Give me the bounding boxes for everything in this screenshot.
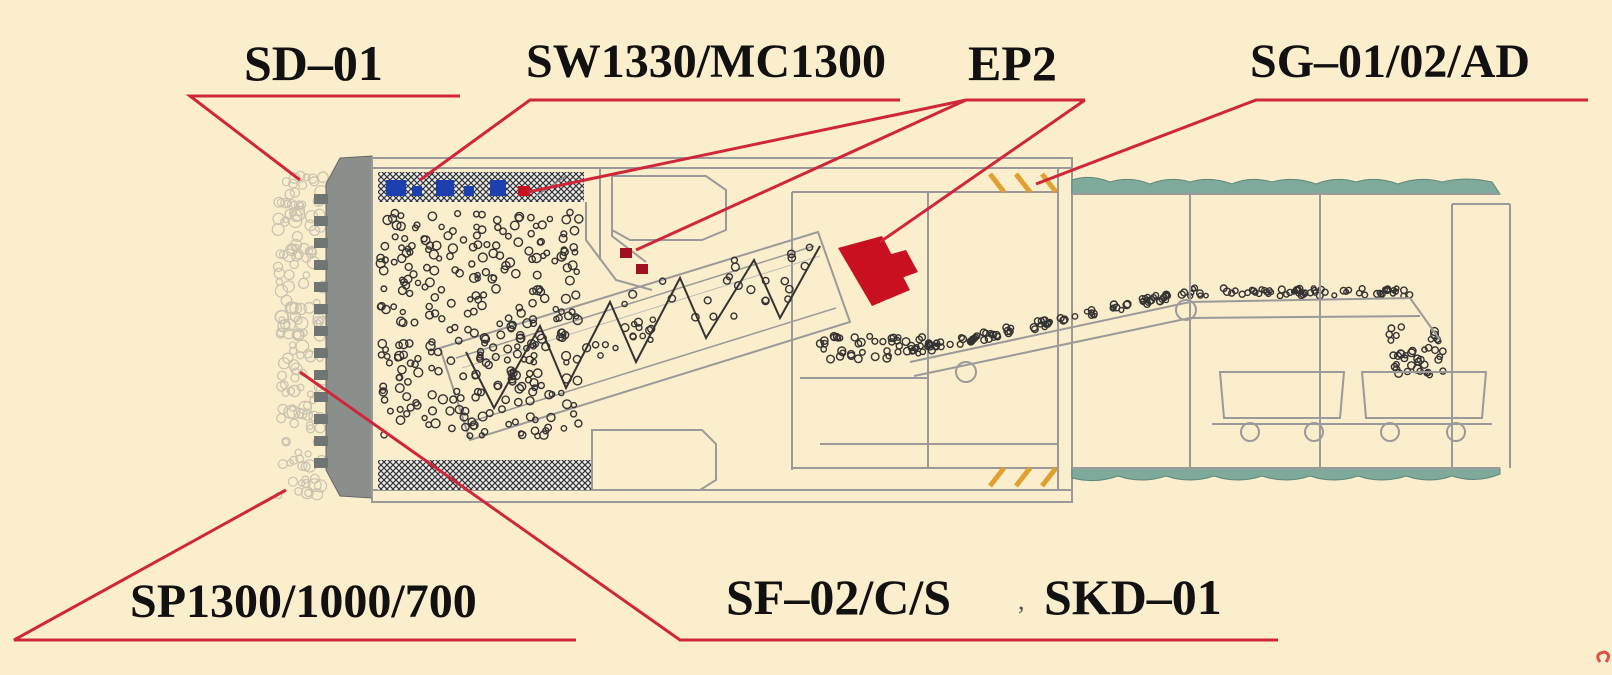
- screw-motor: [838, 236, 918, 306]
- shield-body: [371, 157, 1073, 503]
- red-sensor-top: [518, 186, 530, 196]
- blue-seal-blocks: [386, 180, 506, 196]
- grout-injection-marks: [988, 172, 1058, 488]
- cutterhead: [314, 155, 373, 499]
- label-sp1300-1000-700: SP1300/1000/700: [130, 575, 477, 628]
- leader-ep2-b: [635, 98, 967, 252]
- leader-sw: [419, 98, 900, 182]
- label-sw1330-mc1300: SW1330/MC1300: [526, 35, 886, 88]
- corner-mark: [1596, 650, 1611, 663]
- label-separator-comma: ,: [1018, 586, 1025, 615]
- feed-chute: [585, 202, 653, 291]
- muck-cars: [1212, 371, 1492, 442]
- belt-conveyor: [909, 297, 1441, 383]
- leader-sd01: [185, 94, 460, 182]
- red-sensor-chute-1: [620, 248, 632, 258]
- cutter-teeth: [314, 194, 328, 468]
- bottom-tail-brush: [378, 460, 592, 490]
- label-ep2: EP2: [968, 35, 1057, 91]
- leader-sf: [299, 370, 1278, 642]
- erector-blocks: [591, 175, 727, 491]
- leader-sp: [13, 488, 576, 642]
- label-sg01-02-ad: SG–01/02/AD: [1250, 35, 1531, 88]
- soil-particles: [375, 208, 1447, 440]
- leader-lines: [13, 94, 1588, 642]
- label-sf02-c-s: SF–02/C/S: [726, 569, 952, 625]
- tunnel-lining-top: [1071, 176, 1501, 195]
- leader-ep2-c: [879, 98, 1086, 244]
- label-sd01: SD–01: [244, 35, 383, 91]
- leader-sg: [1035, 98, 1588, 186]
- red-sensor-chute-2: [636, 264, 648, 274]
- tunnel-lining-bottom: [1071, 467, 1501, 482]
- backup-gantry: [1072, 193, 1511, 469]
- label-skd01: SKD–01: [1044, 569, 1222, 625]
